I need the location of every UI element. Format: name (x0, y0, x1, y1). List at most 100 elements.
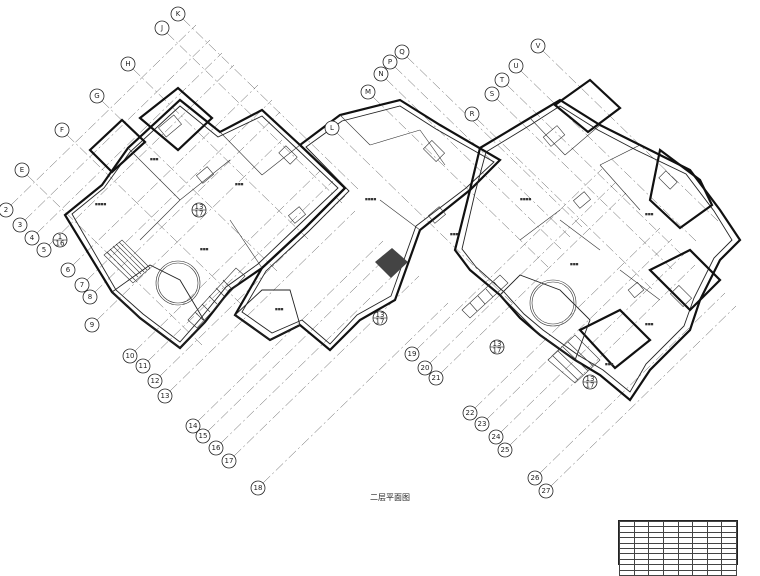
grid-axis-4-label: 4 (30, 234, 35, 242)
grid-axis-16-bubble (208, 440, 224, 456)
grid-line-17 (233, 275, 420, 457)
grid-axis-8-bubble (82, 289, 98, 305)
legend-row (619, 558, 737, 566)
grid-axis-14-bubble (185, 418, 201, 434)
svg-text:■■■: ■■■ (645, 212, 654, 216)
grid-axis-P-bubble (382, 54, 398, 70)
grid-axis-25-bubble (497, 442, 513, 458)
grid-axis-F-label: F (60, 126, 64, 134)
grid-axis-4-bubble (24, 230, 40, 246)
grid-axis-26-label: 26 (531, 474, 540, 482)
grid-line-M (372, 96, 549, 268)
grid-axis-S-bubble (484, 86, 500, 102)
section-marker-top: 13 (586, 375, 595, 383)
grid-axis-R-label: R (470, 110, 475, 118)
grid-line-K (182, 18, 359, 190)
svg-text:■■■■: ■■■■ (95, 202, 107, 206)
section-marker-top: 1 (58, 233, 62, 241)
grid-axis-24-bubble (488, 429, 504, 445)
grid-axis-26-bubble (527, 470, 543, 486)
grid-axis-7-label: 7 (80, 281, 84, 289)
grid-axis-N-label: N (378, 70, 383, 78)
legend-table (618, 520, 738, 576)
grid-axis-10-label: 10 (126, 352, 135, 360)
grid-axis-G-bubble (89, 88, 105, 104)
grid-axis-M-label: M (365, 88, 371, 96)
section-marker-top: 13 (376, 311, 385, 319)
legend-row (619, 542, 737, 549)
grid-line-10 (134, 170, 321, 352)
grid-axis-U-label: U (513, 62, 518, 70)
grid-axis-12-bubble (147, 373, 163, 389)
grid-line-R (476, 118, 653, 290)
svg-text:■■■■: ■■■■ (365, 197, 377, 201)
grid-line-S (496, 98, 673, 270)
grid-axis-3-label: 3 (18, 221, 22, 229)
grid-axis-27-label: 27 (542, 487, 551, 495)
grid-axis-H-label: H (125, 60, 130, 68)
grid-axis-5-label: 5 (42, 246, 46, 254)
grid-line-19 (416, 168, 603, 350)
grid-axis-P-label: P (388, 58, 392, 66)
grid-line-15 (207, 250, 394, 432)
legend-row (619, 526, 737, 533)
grid-line-13 (169, 210, 356, 392)
grid-axis-10-bubble (122, 348, 138, 364)
grid-line-14 (197, 240, 384, 422)
grid-axis-19-bubble (404, 346, 420, 362)
grid-axis-N-bubble (373, 66, 389, 82)
svg-text:■■■: ■■■ (605, 362, 614, 366)
grid-line-27 (550, 305, 737, 487)
grid-axis-E-bubble (14, 162, 30, 178)
grid-axis-13-label: 13 (161, 392, 170, 400)
svg-text:■■■: ■■■ (450, 232, 459, 236)
grid-line-16 (220, 262, 407, 444)
grid-axis-21-bubble (428, 370, 444, 386)
grid-axis-16-label: 16 (212, 444, 221, 452)
grid-axis-15-bubble (195, 428, 211, 444)
grid-axis-11-bubble (135, 358, 151, 374)
grid-axis-18-bubble (250, 480, 266, 496)
svg-text:■■■: ■■■ (200, 247, 209, 251)
grid-axis-24-label: 24 (492, 433, 501, 441)
section-marker-bottom: 17 (376, 318, 385, 326)
grid-axis-20-bubble (417, 360, 433, 376)
grid-axis-19-label: 19 (408, 350, 417, 358)
grid-axis-R-bubble (464, 106, 480, 122)
grid-axis-20-label: 20 (421, 364, 430, 372)
grid-line-2 (10, 24, 197, 206)
grid-axis-22-label: 22 (466, 409, 475, 417)
svg-text:■■■: ■■■ (235, 182, 244, 186)
grid-line-11 (147, 180, 334, 362)
grid-line-P (394, 66, 571, 238)
section-marker-top: 13 (493, 340, 502, 348)
grid-axis-18-label: 18 (254, 484, 263, 492)
grid-axis-S-label: S (490, 90, 495, 98)
grid-axis-2-label: 2 (4, 206, 8, 214)
grid-axis-25-label: 25 (501, 446, 510, 454)
grid-line-24 (500, 251, 687, 433)
grid-line-7 (86, 99, 273, 281)
grid-line-8 (94, 111, 281, 293)
grid-axis-3-bubble (12, 217, 28, 233)
grid-line-H (132, 68, 309, 240)
section-marker-top: 13 (195, 203, 204, 211)
svg-text:■■■: ■■■ (150, 157, 159, 161)
grid-axis-M-bubble (360, 84, 376, 100)
grid-axis-E-label: E (20, 166, 24, 174)
grid-axis-L-label: L (330, 124, 334, 132)
drawing-title: 二层平面图 (370, 493, 410, 502)
grid-axis-2-bubble (0, 202, 14, 218)
grid-axis-27-bubble (538, 483, 554, 499)
grid-axis-J-label: J (160, 24, 163, 32)
grid-line-U (520, 70, 697, 242)
grid-axis-H-bubble (120, 56, 136, 72)
svg-text:■■■■: ■■■■ (520, 197, 532, 201)
grid-axis-K-label: K (176, 10, 181, 18)
grid-line-V (542, 50, 719, 222)
grid-line-E (26, 174, 203, 346)
grid-axis-6-bubble (60, 262, 76, 278)
grid-axis-15-label: 15 (199, 432, 208, 440)
grid-axis-12-label: 12 (151, 377, 160, 385)
